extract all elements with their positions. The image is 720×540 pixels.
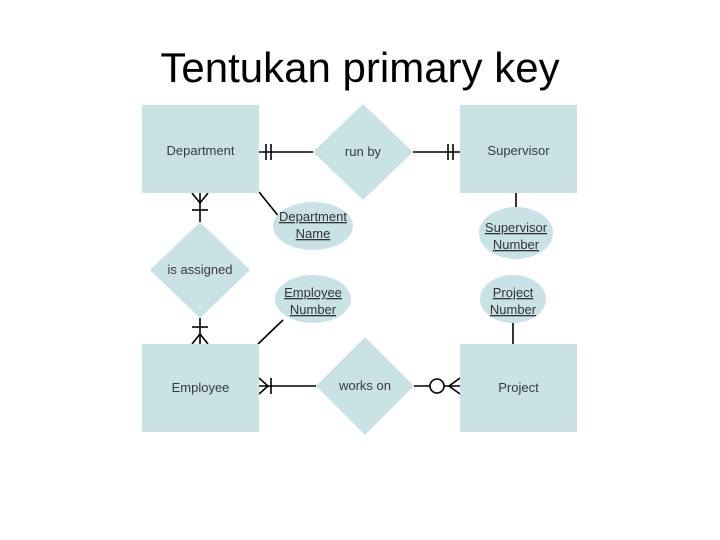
attribute-label-line1: Project	[493, 285, 534, 300]
crow-foot-marker	[191, 332, 209, 345]
attribute-department-name: Department Name	[273, 202, 353, 250]
relationship-diamond	[316, 337, 414, 435]
entity-box	[460, 105, 577, 193]
attribute-label-line2: Number	[290, 302, 337, 317]
entity-label: Employee	[172, 380, 230, 395]
attribute-ellipse	[273, 202, 353, 250]
crow-foot-marker	[191, 192, 209, 205]
crow-foot-marker	[258, 377, 270, 395]
slide-title: Tentukan primary key	[160, 44, 560, 91]
entity-employee: Employee	[142, 344, 259, 432]
entity-label: Department	[167, 143, 235, 158]
entity-label: Project	[498, 380, 539, 395]
entity-label: Supervisor	[487, 143, 550, 158]
entity-box	[460, 344, 577, 432]
entity-box	[142, 344, 259, 432]
entity-box	[142, 105, 259, 193]
attribute-label-line1: Department	[279, 209, 347, 224]
attribute-ellipse	[479, 207, 553, 259]
cardinality-markers	[191, 144, 461, 395]
relationship-works-on: works on	[316, 337, 414, 435]
entity-department: Department	[142, 105, 259, 193]
relationship-diamond	[313, 104, 413, 200]
attribute-label-line2: Number	[493, 237, 540, 252]
entity-project: Project	[460, 344, 577, 432]
attribute-label-line2: Number	[490, 302, 537, 317]
relationship-label: run by	[345, 144, 382, 159]
zero-marker	[429, 378, 445, 394]
crow-foot-marker	[447, 377, 461, 395]
attribute-ellipse	[480, 275, 546, 323]
relationship-is-assigned: is assigned	[150, 222, 250, 318]
line-department-attr	[258, 191, 281, 219]
entity-supervisor: Supervisor	[460, 105, 577, 193]
line-employee-attr	[257, 319, 284, 345]
attribute-supervisor-number: Supervisor Number	[479, 207, 553, 259]
attribute-label-line2: Name	[296, 226, 331, 241]
attribute-project-number: Project Number	[480, 275, 546, 323]
relationship-label: is assigned	[167, 262, 232, 277]
attribute-label-line1: Supervisor	[485, 220, 548, 235]
attribute-employee-number: Employee Number	[275, 275, 351, 323]
relationship-diamond	[150, 222, 250, 318]
relationship-label: works on	[338, 378, 391, 393]
attribute-ellipse	[275, 275, 351, 323]
relationship-run-by: run by	[313, 104, 413, 200]
attribute-label-line1: Employee	[284, 285, 342, 300]
